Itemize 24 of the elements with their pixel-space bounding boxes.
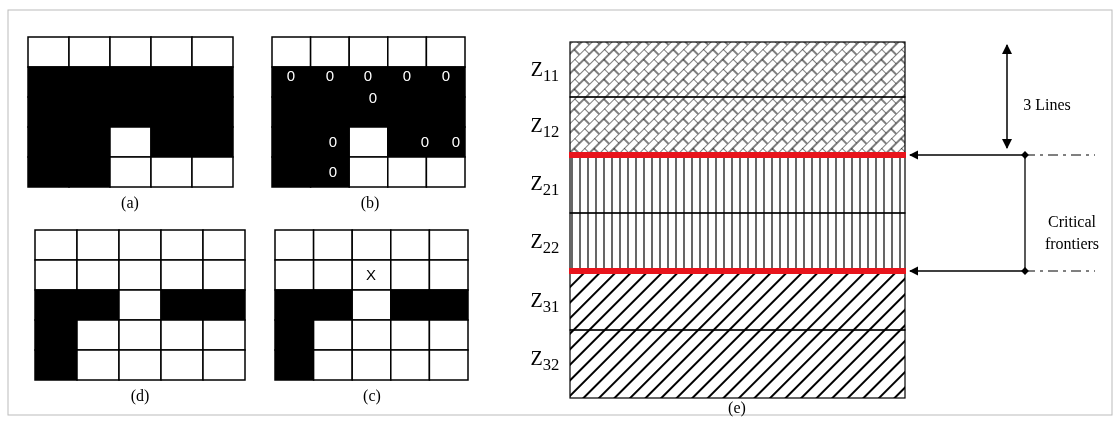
- panel-caption: (d): [130, 387, 150, 405]
- cell-value: 0: [402, 67, 412, 85]
- dimension-label: 3 Lines: [1023, 96, 1071, 114]
- cell-value: X: [366, 266, 376, 284]
- zone-label: Z$_{22}$: [530, 230, 560, 258]
- zone-label: Z$_{32}$: [530, 347, 560, 375]
- cell-value: 0: [441, 67, 451, 85]
- cell-value: 0: [325, 67, 335, 85]
- annotation-text: Critical frontiers: [1043, 212, 1101, 254]
- panel-caption: (e): [728, 399, 746, 417]
- zone-label: Z$_{21}$: [530, 172, 560, 200]
- panel-caption: (c): [363, 387, 381, 405]
- cell-value: 0: [420, 133, 430, 151]
- cell-value: 0: [286, 67, 296, 85]
- cell-value: 0: [368, 89, 378, 107]
- zone-label: Z$_{31}$: [530, 289, 560, 317]
- panel-caption: (b): [360, 194, 380, 212]
- cell-value: 0: [328, 133, 338, 151]
- cell-value: 0: [363, 67, 373, 85]
- cell-value: 0: [451, 133, 461, 151]
- panel-caption: (a): [121, 194, 139, 212]
- zone-label: Z$_{11}$: [530, 58, 560, 86]
- zone-label: Z$_{12}$: [530, 114, 560, 142]
- cell-value: 0: [328, 163, 338, 181]
